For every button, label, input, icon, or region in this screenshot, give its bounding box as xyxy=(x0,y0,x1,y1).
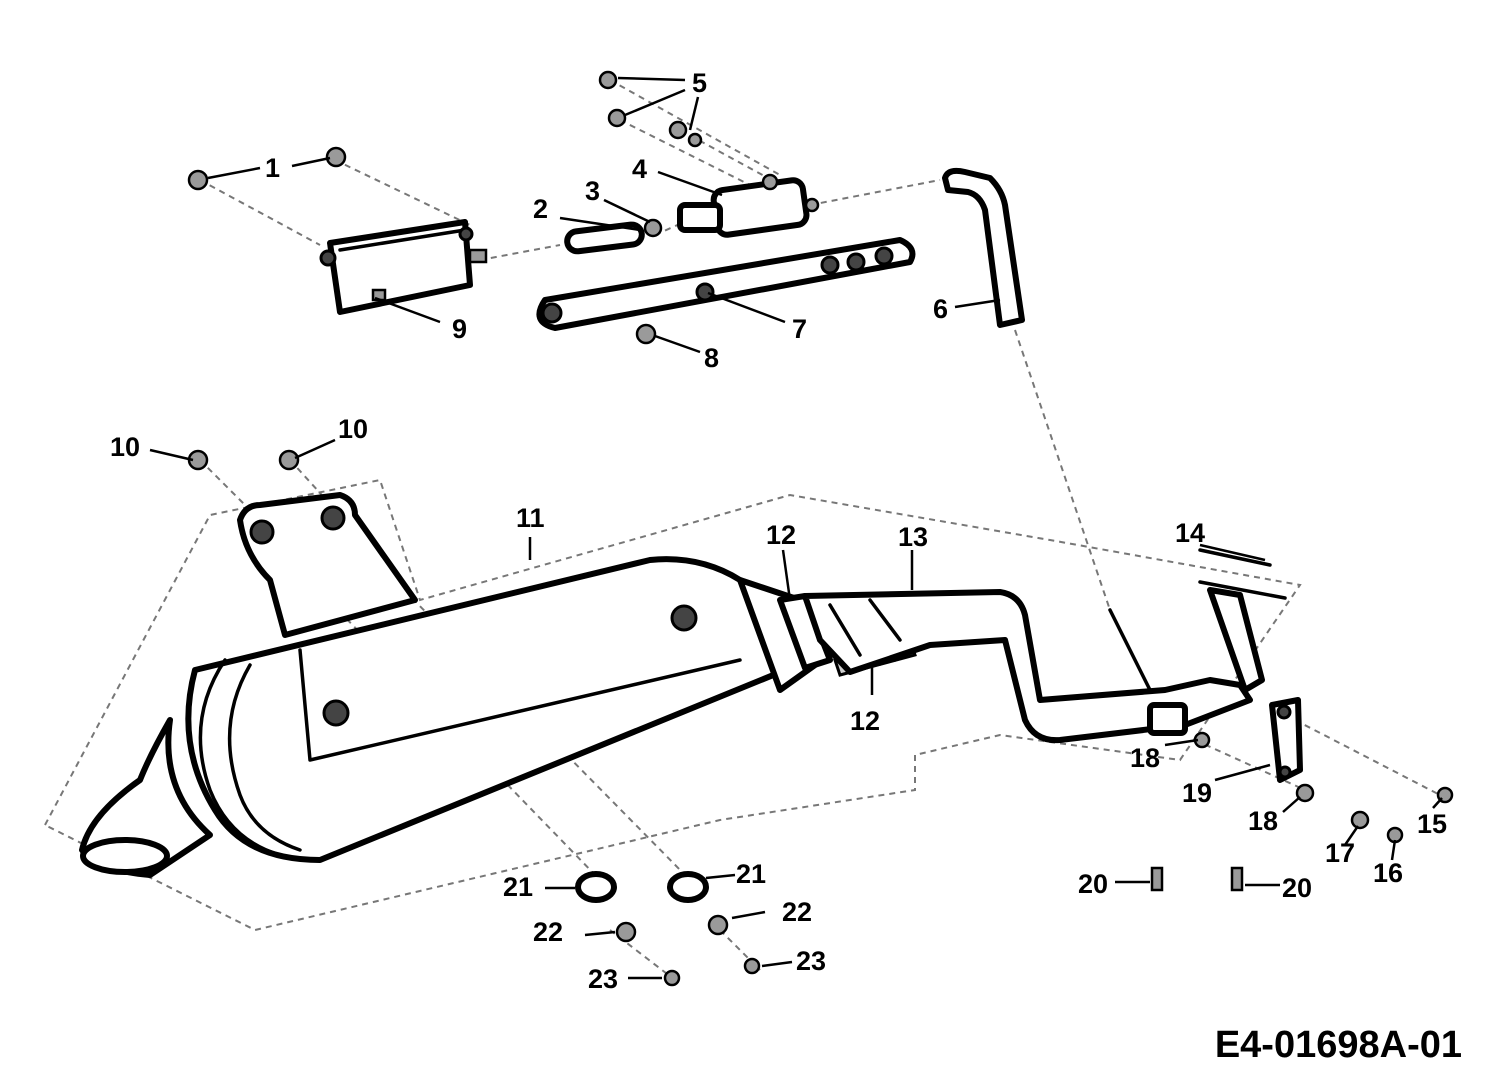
label-20-left: 20 xyxy=(1078,869,1108,899)
part-8-nut xyxy=(635,323,657,345)
label-15: 15 xyxy=(1417,809,1447,839)
part-14-rod xyxy=(1198,548,1287,600)
label-12-top: 12 xyxy=(766,520,796,550)
label-18-upper: 18 xyxy=(1130,743,1160,773)
label-11: 11 xyxy=(516,503,545,533)
label-19: 19 xyxy=(1182,778,1212,808)
label-13: 13 xyxy=(898,522,928,552)
label-17: 17 xyxy=(1325,838,1355,868)
part-number-labels: 1 2 3 4 5 6 7 8 9 10 10 11 12 12 13 14 1… xyxy=(110,68,1447,994)
label-1: 1 xyxy=(265,153,280,183)
label-3: 3 xyxy=(585,176,600,206)
label-6: 6 xyxy=(933,294,948,324)
part-2-pin xyxy=(564,221,645,255)
label-5: 5 xyxy=(692,68,707,98)
label-4: 4 xyxy=(632,154,647,184)
label-23-right: 23 xyxy=(796,946,826,976)
label-9: 9 xyxy=(452,314,467,344)
label-8: 8 xyxy=(704,343,719,373)
label-10-left: 10 xyxy=(110,432,140,462)
label-16: 16 xyxy=(1373,858,1403,888)
label-12-bottom: 12 xyxy=(850,706,880,736)
part-3-nut xyxy=(643,218,663,238)
label-20-right: 20 xyxy=(1282,873,1312,903)
label-18-lower: 18 xyxy=(1248,806,1278,836)
part-4-actuator xyxy=(677,173,820,238)
part-7-link-bar xyxy=(536,237,916,331)
bolts-1-and-5 xyxy=(187,70,703,191)
label-22-left: 22 xyxy=(533,917,563,947)
label-23-left: 23 xyxy=(588,964,618,994)
part-9-bracket-box xyxy=(319,219,488,315)
label-21-left: 21 xyxy=(503,872,533,902)
label-21-right: 21 xyxy=(736,859,766,889)
part-11-muffler xyxy=(79,492,818,878)
label-2: 2 xyxy=(533,194,548,224)
label-14: 14 xyxy=(1175,518,1205,548)
part-6-bent-rod xyxy=(942,167,1025,328)
part-13-exhaust-pipe xyxy=(802,587,1265,744)
label-10-right: 10 xyxy=(338,414,368,444)
leader-lines xyxy=(149,76,1443,980)
label-22-right: 22 xyxy=(782,897,812,927)
part-19-bracket xyxy=(1269,697,1303,783)
misc-hardware xyxy=(187,449,1454,987)
drawing-code: E4-01698A-01 xyxy=(1215,1024,1462,1066)
label-7: 7 xyxy=(792,314,807,344)
